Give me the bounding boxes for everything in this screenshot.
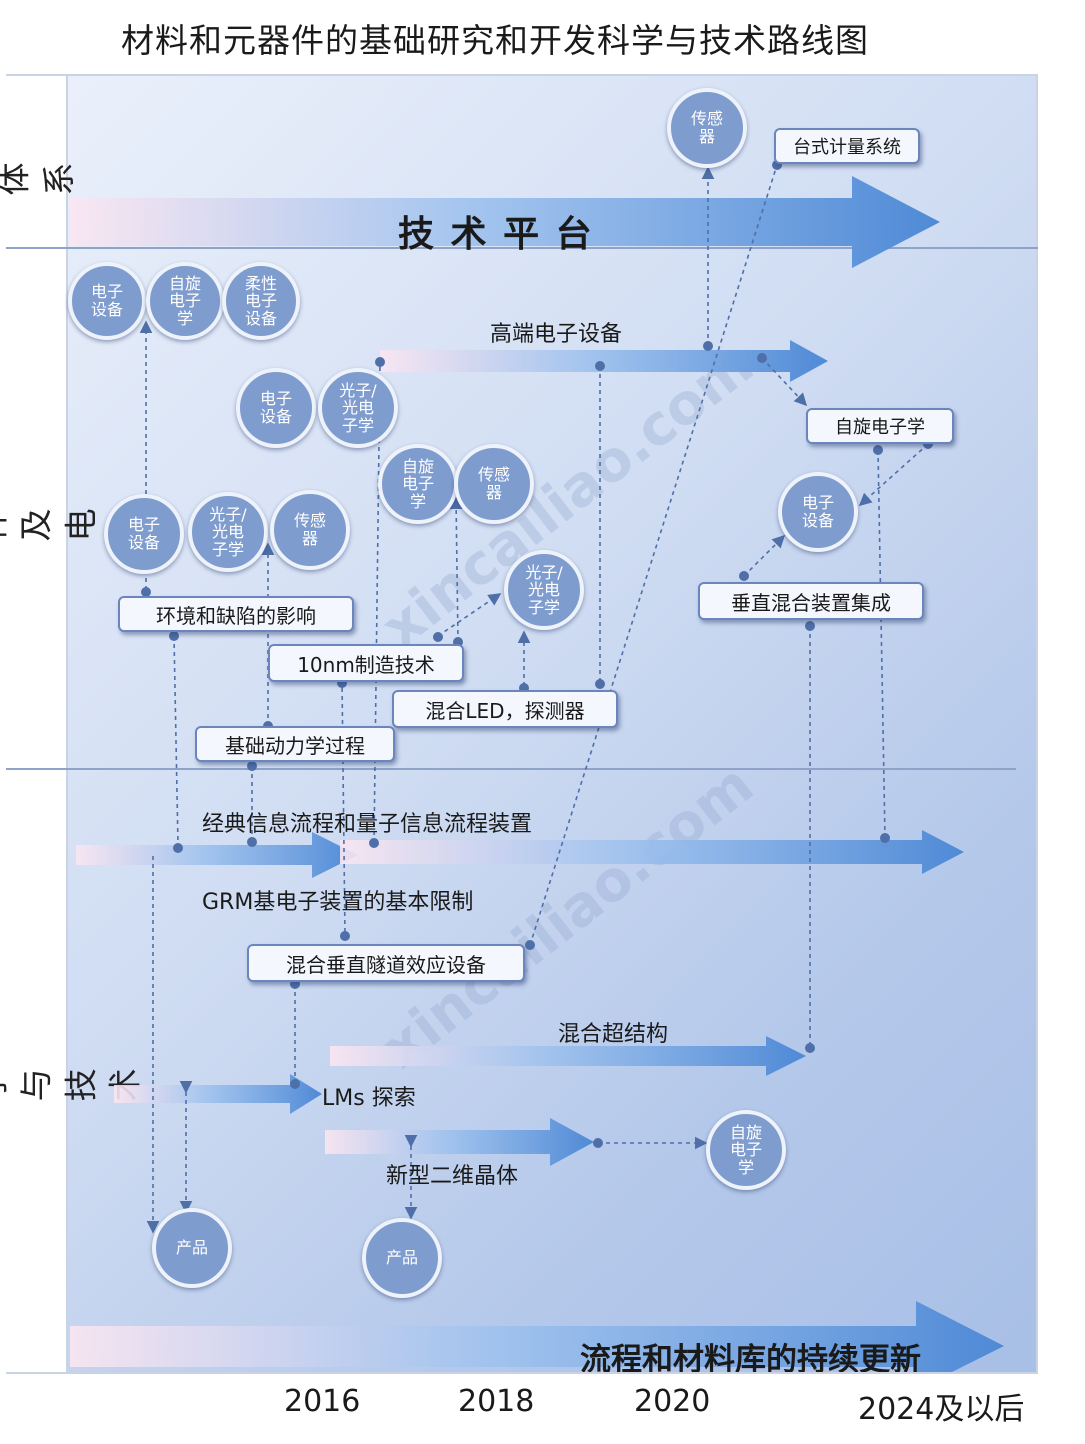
env-defects-box: 环境和缺陷的影响 xyxy=(118,596,354,632)
arrow-short-left xyxy=(76,832,358,878)
row-label-column xyxy=(6,76,68,1372)
circle-flex-1: 柔性 电子 设备 xyxy=(222,262,300,340)
circle-electronic-6: 电子 设备 xyxy=(778,472,858,552)
conn-nm10-sensor xyxy=(449,496,463,643)
conn-high-end-spin xyxy=(761,357,808,407)
conn-classical-up xyxy=(373,361,381,844)
circle-electronic-4: 电子 设备 xyxy=(104,494,184,574)
hybrid-led-box: 混合LED，探测器 xyxy=(392,690,618,728)
connector-dots xyxy=(141,160,933,1148)
conn-vertical-electronic xyxy=(743,534,786,577)
new-2d-label: 新型二维晶体 xyxy=(386,1164,519,1189)
circle-product-2: 产品 xyxy=(362,1218,442,1298)
circle-opto-2: 光子/ 光电 子学 xyxy=(318,368,398,448)
classical-quantum-label: 经典信息流程和量子信息流程装置 xyxy=(202,812,533,837)
conn-nm10-opto xyxy=(437,593,502,637)
arrow-new-2d xyxy=(325,1118,594,1166)
year-2024-plus: 2024及以后 xyxy=(858,1392,1025,1427)
circle-sensor-top: 传感 器 xyxy=(667,88,747,168)
hybrid-superlattice-label: 混合超结构 xyxy=(558,1022,669,1047)
double-arrows xyxy=(179,1080,418,1220)
arrow-classical-quantum xyxy=(340,830,964,874)
conn-spin-vertical xyxy=(877,449,886,839)
arrow-tech-platform xyxy=(70,176,940,268)
conn-nm10-down xyxy=(341,679,346,937)
circle-opto-5: 光子/ 光电 子学 xyxy=(504,550,584,630)
circle-opto-4: 光子/ 光电 子学 xyxy=(188,492,268,572)
conn-desktop-metrology xyxy=(529,164,778,946)
spintronics-box: 自旋电子学 xyxy=(806,408,954,444)
year-2020: 2020 xyxy=(634,1384,711,1419)
connectors xyxy=(139,164,929,1234)
conn-env-down xyxy=(173,635,179,846)
circle-sensor-3: 传感 器 xyxy=(454,444,534,524)
desktop-metrology-box: 台式计量系统 xyxy=(774,128,920,164)
row-divider-1 xyxy=(6,247,1038,249)
high-end-label: 高端电子设备 xyxy=(490,322,623,347)
circle-spin-7: 自旋 电子 学 xyxy=(706,1110,786,1190)
grm-limits-label: GRM基电子装置的基本限制 xyxy=(202,890,474,915)
arrow-lms xyxy=(114,1074,322,1114)
lms-label: LMs 探索 xyxy=(322,1086,416,1111)
basic-dynamics-box: 基础动力学过程 xyxy=(195,726,395,762)
arrow-hybrid-superlattice xyxy=(330,1036,806,1076)
tech-platform-label: 技 术 平 台 xyxy=(398,214,594,255)
nm10-box: 10nm制造技术 xyxy=(268,644,464,682)
arrow-continuous-update xyxy=(70,1301,1004,1390)
vertical-tunnel-box: 混合垂直隧道效应设备 xyxy=(247,944,525,982)
circle-product-1: 产品 xyxy=(152,1208,232,1288)
conn-spin-electronic xyxy=(858,443,929,507)
year-2018: 2018 xyxy=(458,1384,535,1419)
row-divider-2 xyxy=(6,768,1016,770)
circle-spin-3: 自旋 电子 学 xyxy=(378,444,458,524)
page-title: 材料和元器件的基础研究和开发科学与技术路线图 xyxy=(121,21,869,60)
vertical-integration-box: 垂直混合装置集成 xyxy=(698,582,924,620)
circle-electronic-2: 电子 设备 xyxy=(236,368,316,448)
circle-sensor-4: 传感 器 xyxy=(270,490,350,570)
timeline-bar xyxy=(6,1372,1038,1428)
year-2016: 2016 xyxy=(284,1384,361,1419)
circle-spin-1: 自旋 电子 学 xyxy=(146,262,224,340)
arrow-high-end xyxy=(380,340,828,382)
circle-electronic-1: 电子 设备 xyxy=(68,262,146,340)
